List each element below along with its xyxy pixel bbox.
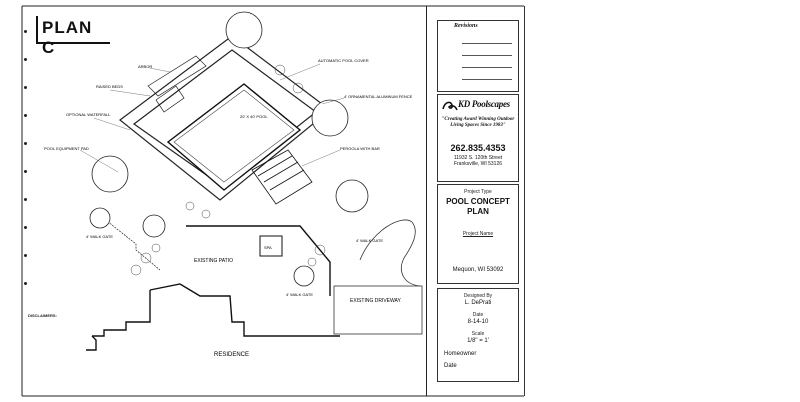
revision-line [462, 55, 512, 56]
scale-label: Scale [471, 331, 485, 337]
homeowner-date-label: Date [444, 363, 457, 369]
residence-outline [86, 225, 340, 351]
company-address: 11932 S. 120th Street Franksville, WI 53… [440, 155, 516, 167]
existing-driveway [333, 285, 423, 335]
margin-dot [24, 282, 27, 285]
homeowner-label: Homeowner [444, 351, 477, 357]
label-raised-beds: RAISED BEDS [96, 84, 123, 89]
design-info-box: Designed By L. DePrati Date 8-14-10 Scal… [437, 288, 519, 382]
label-optional-waterfall: OPTIONAL WATERFALL [66, 112, 111, 117]
disclaimer-title: DISCLAIMERS: [28, 313, 57, 318]
drawing-scale: 1/8" = 1' [467, 338, 489, 344]
label-pool-note: 20' X 40' POOL [240, 114, 268, 119]
project-location: Mequon, WI 53092 [452, 267, 504, 273]
spa [259, 235, 283, 257]
disclaimer-block: DISCLAIMERS: [28, 314, 58, 318]
arbor [147, 55, 207, 113]
margin-dot [24, 226, 27, 229]
fence-line [97, 213, 161, 271]
label-existing-driveway: EXISTING DRIVEWAY [350, 298, 402, 304]
label-arbor: ARBOR [138, 64, 152, 69]
title-block: Revisions KD Poolscapes "Creating Award … [426, 6, 522, 396]
designed-by-label: Designed By [463, 293, 493, 299]
label-spa: SPA [264, 245, 272, 250]
label-gate-left: 4' WALK GATE [86, 234, 113, 239]
plan-title: PLAN C [42, 18, 93, 57]
date-label: Date [472, 312, 484, 318]
label-automatic-cover: AUTOMATIC POOL COVER [318, 58, 369, 63]
margin-dot [24, 86, 27, 89]
margin-dot [24, 254, 27, 257]
label-existing-patio: EXISTING PATIO [194, 258, 233, 264]
address-line-2: Franksville, WI 53126 [453, 161, 503, 167]
label-residence: RESIDENCE [214, 352, 249, 358]
trees [89, 11, 369, 287]
plan-title-box: PLAN C [36, 16, 110, 57]
shrubs [130, 64, 326, 276]
label-pool-equipment: POOL EQUIPMENT PAD [44, 146, 89, 151]
label-gate-right: 4' WALK GATE [356, 238, 383, 243]
company-box: KD Poolscapes "Creating Award Winning Ou… [437, 94, 519, 182]
margin-dot [24, 114, 27, 117]
pool [166, 83, 302, 191]
revision-line [462, 67, 512, 68]
label-pergola: PERGOLA WITH BAR [340, 146, 380, 151]
project-type-label: Project Type [464, 189, 492, 195]
sheet-edge-line [524, 6, 525, 396]
company-name: KD Poolscapes [458, 99, 510, 109]
revision-line [462, 43, 512, 44]
revision-line [462, 79, 512, 80]
pergola [251, 149, 313, 205]
walkway [359, 219, 421, 287]
company-tagline: "Creating Award Winning Outdoor Living S… [441, 117, 515, 128]
revisions-box: Revisions [437, 20, 519, 92]
project-type: POOL CONCEPT PLAN [446, 197, 510, 216]
company-logo: KD Poolscapes [442, 99, 514, 113]
address-line-1: 11932 S. 120th Street [453, 155, 503, 161]
margin-dot [24, 58, 27, 61]
project-box: Project Type POOL CONCEPT PLAN Project N… [437, 184, 519, 284]
margin-dot [24, 170, 27, 173]
label-gate-bottom: 4' WALK GATE [286, 292, 313, 297]
project-name-label: Project Name [462, 231, 494, 237]
margin-dot [24, 198, 27, 201]
margin-dot [24, 142, 27, 145]
revisions-label: Revisions [454, 23, 478, 29]
label-ornamental-fence: 4' ORNAMENTAL ALUMINUM FENCE [344, 94, 413, 99]
wave-icon [442, 101, 458, 111]
design-date: 8-14-10 [467, 319, 489, 325]
company-phone: 262.835.4353 [450, 143, 506, 153]
margin-dot [24, 30, 27, 33]
designer-name: L. DePrati [464, 300, 492, 306]
